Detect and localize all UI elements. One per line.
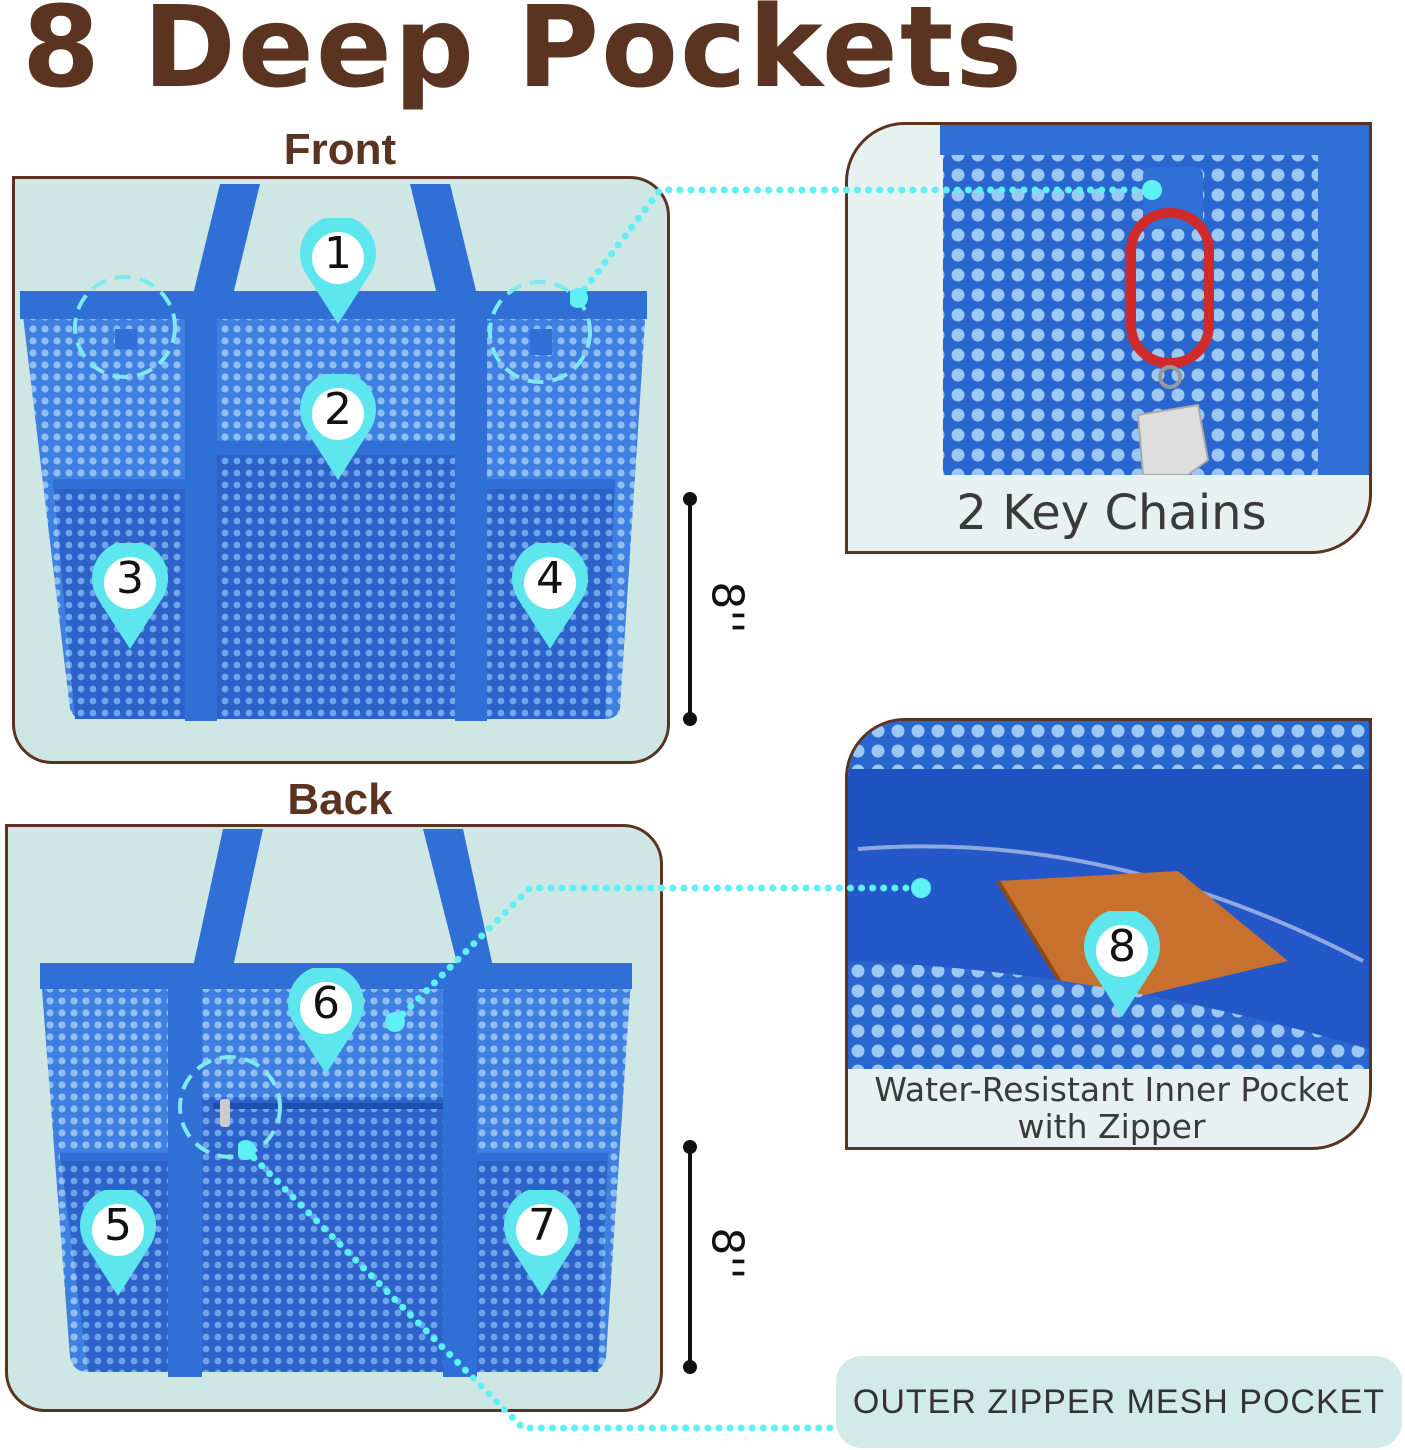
- outer-pocket-label: OUTER ZIPPER MESH POCKET: [836, 1356, 1402, 1448]
- inner-pocket-panel: 8 Water-Resistant Inner Pocket with Zipp…: [845, 718, 1372, 1150]
- pocket-number: 8: [1108, 921, 1136, 972]
- pocket-number: 7: [528, 1200, 556, 1251]
- pocket-number: 3: [116, 553, 144, 604]
- pocket-marker-4: 4: [510, 543, 590, 653]
- front-height-label: 8'': [701, 581, 753, 634]
- key-chains-panel: 2 Key Chains: [845, 122, 1372, 554]
- front-height-measure: [683, 492, 697, 726]
- back-height-measure: [683, 1140, 697, 1374]
- pocket-number: 6: [312, 978, 340, 1029]
- front-title: Front: [283, 125, 397, 174]
- key-chain-connector: [570, 180, 1162, 308]
- pocket-marker-7: 7: [502, 1190, 582, 1300]
- key-chain-photo: [848, 125, 1369, 475]
- outer-pocket-connector: [238, 1140, 842, 1432]
- pocket-number: 2: [324, 384, 352, 435]
- pocket-number: 5: [104, 1200, 132, 1251]
- pocket-marker-3: 3: [90, 543, 170, 653]
- pocket-marker-8: 8: [1082, 911, 1162, 1021]
- key-chains-caption: 2 Key Chains: [956, 485, 1267, 541]
- page-title: 8 Deep Pockets: [22, 0, 1025, 113]
- pocket-number: 1: [324, 228, 352, 279]
- inner-pocket-connector: [385, 878, 931, 1032]
- pocket-marker-2: 2: [298, 374, 378, 484]
- inner-pocket-caption-line1: Water-Resistant Inner Pocket: [874, 1070, 1349, 1109]
- pocket-marker-6: 6: [286, 968, 366, 1078]
- back-title: Back: [287, 775, 393, 824]
- pocket-marker-5: 5: [78, 1190, 158, 1300]
- inner-pocket-caption-line2: with Zipper: [1017, 1107, 1206, 1146]
- inner-pocket-caption: Water-Resistant Inner Pocket with Zipper: [848, 1070, 1369, 1146]
- pocket-number: 4: [536, 553, 564, 604]
- pocket-marker-1: 1: [298, 218, 378, 328]
